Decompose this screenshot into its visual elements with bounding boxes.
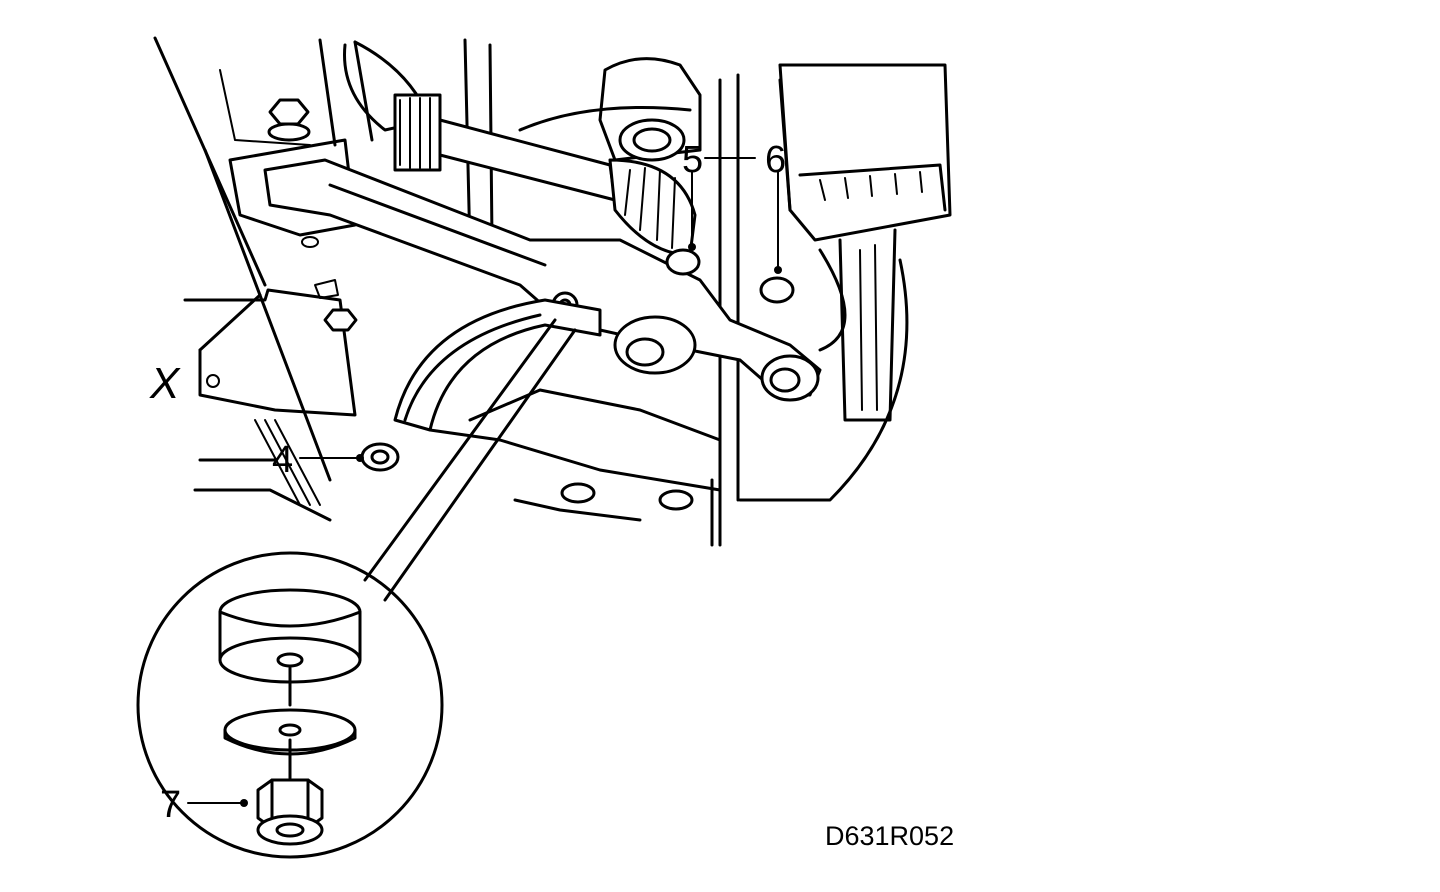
callout-leaders (187, 157, 782, 807)
frame-hole (206, 374, 220, 388)
callout-5: 5 (682, 139, 703, 181)
knuckle (518, 57, 702, 162)
detail-inset (136, 551, 444, 859)
inset-circle (136, 551, 444, 859)
callout-4: 4 (272, 439, 293, 481)
washer (223, 708, 357, 756)
control-arm (263, 158, 822, 402)
lower-arm (393, 298, 602, 432)
detail-leader (363, 318, 577, 602)
brake-caliper (738, 63, 952, 502)
upper-bolt (228, 98, 357, 299)
frame-bracket: X (149, 288, 357, 522)
bushing (218, 588, 362, 684)
subframe-beam (428, 388, 722, 522)
nut (256, 778, 324, 846)
frame-x-mark: X (149, 359, 181, 408)
drive-shaft (343, 40, 697, 257)
callout-6: 6 (765, 139, 786, 181)
fasteners (323, 248, 795, 472)
callout-7: 7 (160, 784, 181, 826)
figure-code: D631R052 (825, 821, 954, 851)
